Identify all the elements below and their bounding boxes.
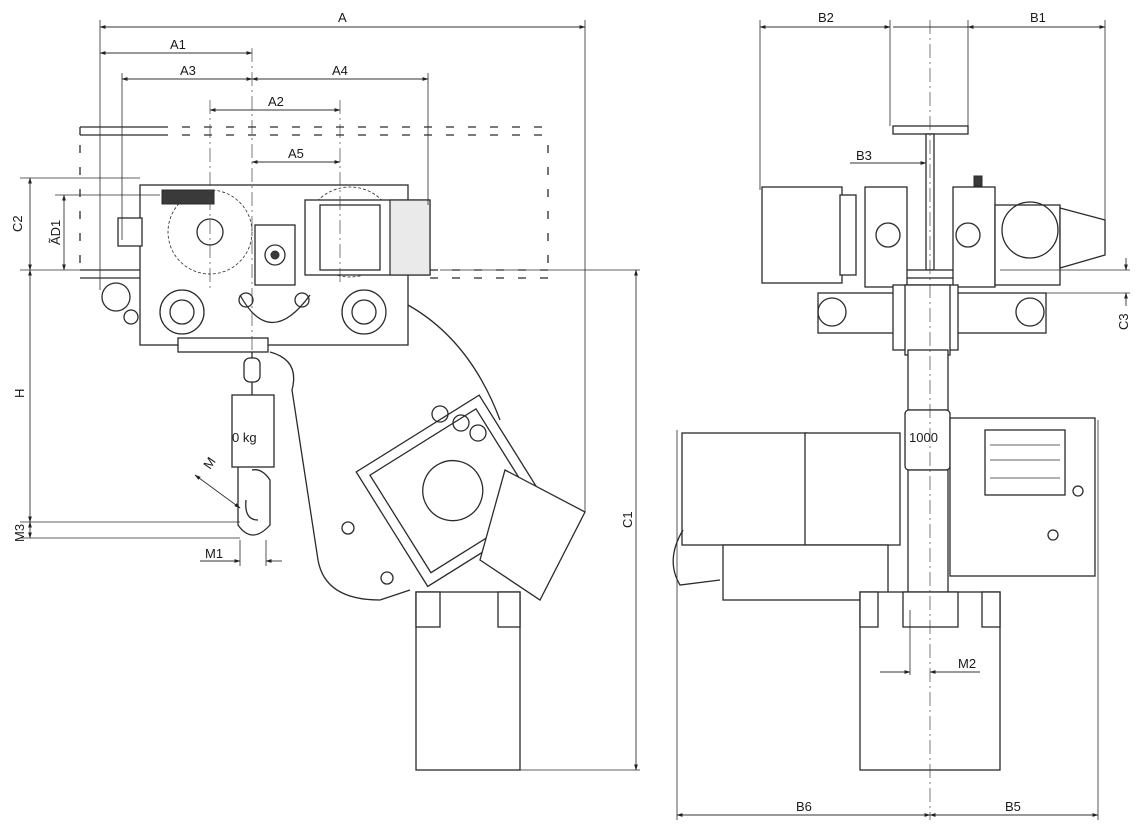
dim-label-C2: C2 xyxy=(10,215,25,232)
hoist-motor xyxy=(672,417,1096,601)
dim-label-B3: B3 xyxy=(856,148,872,163)
trolley-frame xyxy=(101,184,431,353)
hoist-body xyxy=(269,304,586,771)
dim-label-A: A xyxy=(338,10,347,25)
dim-label-C3: C3 xyxy=(1116,313,1131,330)
dim-label-M2: M2 xyxy=(958,656,976,671)
dim-label-M: M xyxy=(200,454,219,471)
beam-outline xyxy=(79,126,550,279)
hoist-column: 1000 xyxy=(904,349,951,621)
load-weight-label: 0 kg xyxy=(232,430,257,445)
dim-label-D1: ÃD1 xyxy=(48,220,63,245)
dim-label-A3: A3 xyxy=(180,63,196,78)
dim-label-A5: A5 xyxy=(288,146,304,161)
side-view: 0 kg xyxy=(10,10,640,771)
dim-label-H: H xyxy=(12,389,27,398)
front-load-label: 1000 xyxy=(909,430,938,445)
dim-label-B2: B2 xyxy=(818,10,834,25)
dim-label-M1: M1 xyxy=(205,546,223,561)
dim-label-A1: A1 xyxy=(170,37,186,52)
front-view: 1000 xyxy=(672,10,1131,820)
trolley-front xyxy=(761,175,1106,356)
dim-label-B1: B1 xyxy=(1030,10,1046,25)
dim-label-A4: A4 xyxy=(332,63,348,78)
dim-label-B6: B6 xyxy=(796,799,812,814)
load-hook: 0 kg xyxy=(231,352,275,536)
dim-label-M3: M3 xyxy=(12,524,27,542)
dim-label-A2: A2 xyxy=(268,94,284,109)
dim-label-B5: B5 xyxy=(1005,799,1021,814)
dim-label-C1: C1 xyxy=(620,511,635,528)
